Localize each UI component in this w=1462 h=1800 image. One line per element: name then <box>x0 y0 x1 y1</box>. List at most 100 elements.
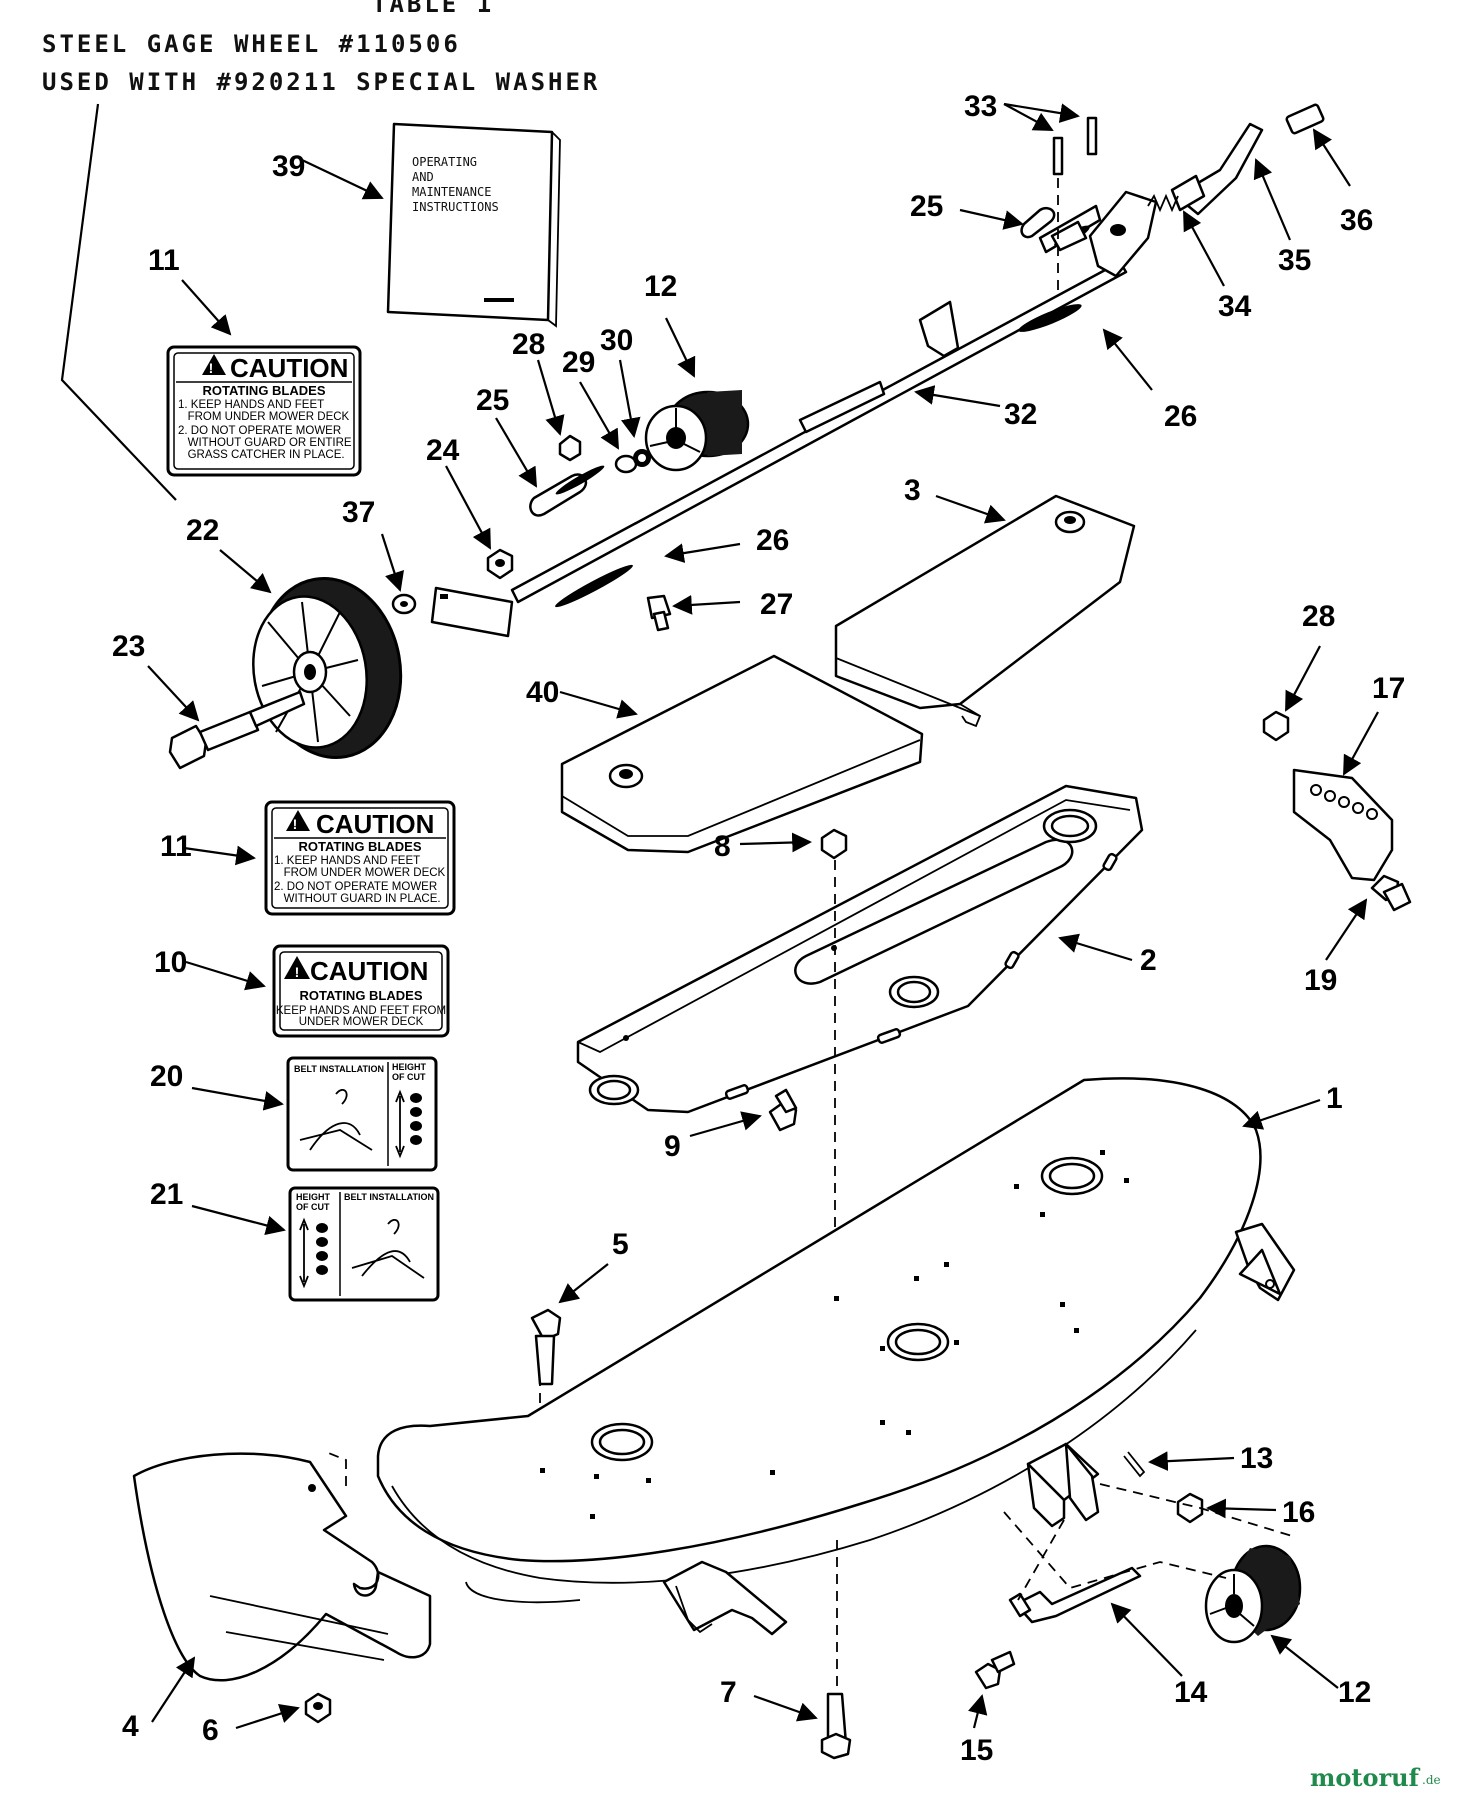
watermark-brand: motoruf <box>1310 1763 1421 1792</box>
belt21-left1: HEIGHT <box>296 1192 331 1202</box>
mower-deck <box>376 1077 1262 1604</box>
callout: 15 <box>960 1734 993 1767</box>
callout: 7 <box>720 1676 737 1709</box>
roller-nut <box>1176 1492 1204 1524</box>
header: TABLE 1 STEEL GAGE WHEEL #110506 USED WI… <box>42 0 600 501</box>
belt20-left: BELT INSTALLATION <box>294 1064 384 1074</box>
deck-rear-bracket <box>1234 1222 1296 1302</box>
caution-a-line: GRASS CATCHER IN PLACE. <box>178 449 345 461</box>
callout: 4 <box>122 1710 139 1743</box>
watermark-tld: .de <box>1422 1773 1441 1787</box>
belt-decal-20: BELT INSTALLATION HEIGHT OF CUT <box>286 1056 438 1172</box>
caution-decal-short: ! CAUTION ROTATING BLADES KEEP HANDS AND… <box>272 944 450 1038</box>
operating-manual: OPERATING AND MAINTENANCE INSTRUCTIONS <box>386 122 561 328</box>
gage-wheel <box>252 577 403 759</box>
bracket-nut <box>1262 710 1290 742</box>
assembly-lines <box>1003 1483 1293 1601</box>
callout: 22 <box>186 514 219 547</box>
wheel-bolt <box>168 690 306 770</box>
deck-top-plate <box>576 784 1144 1114</box>
callout: 6 <box>202 1714 219 1747</box>
caution-c-title: CAUTION <box>310 956 428 986</box>
callout: 5 <box>612 1228 629 1261</box>
svg-text:!: ! <box>209 360 214 376</box>
callout: 34 <box>1218 290 1252 323</box>
header-line2: USED WITH #920211 SPECIAL WASHER <box>42 68 600 96</box>
caution-c-line: UNDER MOWER DECK <box>299 1016 424 1028</box>
roller-axle <box>1008 1566 1142 1624</box>
caution-b-line: FROM UNDER MOWER DECK <box>274 867 446 879</box>
callout: 2 <box>1140 944 1157 977</box>
callout: 24 <box>426 434 460 467</box>
manual-line4: INSTRUCTIONS <box>412 200 499 214</box>
callout: 40 <box>526 676 559 709</box>
caution-a-sub: ROTATING BLADES <box>202 383 325 398</box>
callout: 28 <box>512 328 545 361</box>
callout: 35 <box>1278 244 1311 277</box>
callout: 21 <box>150 1178 183 1211</box>
manual-line2: AND <box>412 170 434 184</box>
bracket-bolt <box>1370 874 1412 912</box>
callout: 33 <box>964 90 997 123</box>
belt20-right2: OF CUT <box>392 1072 426 1082</box>
manual-line1: OPERATING <box>412 155 477 169</box>
caution-b-sub: ROTATING BLADES <box>298 839 421 854</box>
side-bracket <box>1292 768 1394 882</box>
svg-text:!: ! <box>293 816 298 832</box>
callout: 32 <box>1004 398 1037 431</box>
special-washer <box>391 593 417 615</box>
caution-a-title: CAUTION <box>230 353 348 383</box>
callout: 11 <box>148 244 180 277</box>
header-line1: STEEL GAGE WHEEL #110506 <box>42 30 461 58</box>
callout: 19 <box>1304 964 1337 997</box>
caution-b-line: 1. KEEP HANDS AND FEET <box>274 855 420 867</box>
caution-b-line: 2. DO NOT OPERATE MOWER <box>274 881 437 893</box>
caution-a-line: 2. DO NOT OPERATE MOWER <box>178 425 341 437</box>
pins <box>1052 116 1098 290</box>
caution-a-line: FROM UNDER MOWER DECK <box>178 411 350 423</box>
caution-a-line: WITHOUT GUARD OR ENTIRE <box>178 437 352 449</box>
callout: 20 <box>150 1060 183 1093</box>
watermark: motoruf .de <box>1310 1763 1441 1792</box>
callout: 14 <box>1174 1676 1208 1709</box>
callout: 9 <box>664 1130 681 1163</box>
cover-plate-left <box>560 654 924 854</box>
callout: 8 <box>714 830 731 863</box>
header-line0: TABLE 1 <box>372 0 494 18</box>
anti-scalp-roller-lower <box>1204 1544 1302 1644</box>
callout-numbers: 1 2 3 4 5 6 7 8 9 10 11 11 12 12 13 14 1… <box>112 90 1405 1767</box>
callout: 10 <box>154 946 187 979</box>
callout: 12 <box>1338 1676 1371 1709</box>
belt21-right: BELT INSTALLATION <box>344 1192 434 1202</box>
leader-arrows <box>147 102 1379 1730</box>
manual-line3: MAINTENANCE <box>412 185 491 199</box>
caution-b-title: CAUTION <box>316 809 434 839</box>
caution-b-line: WITHOUT GUARD IN PLACE. <box>274 893 441 905</box>
callout: 16 <box>1282 1496 1315 1529</box>
callout: 3 <box>904 474 921 507</box>
adjust-handle <box>1170 103 1325 216</box>
plate-nut <box>820 828 848 860</box>
cover-plate <box>834 494 1136 728</box>
spacer-plate <box>555 465 672 632</box>
warning-triangle-icon <box>284 956 310 979</box>
callout: 11 <box>160 830 192 863</box>
callout: 13 <box>1240 1442 1273 1475</box>
anti-scalp-roller-upper <box>644 390 750 472</box>
callout: 29 <box>562 346 595 379</box>
callout: 12 <box>644 270 677 303</box>
axle-bolt <box>974 1650 1016 1690</box>
belt20-right1: HEIGHT <box>392 1062 427 1072</box>
callout: 28 <box>1302 600 1335 633</box>
warning-triangle-icon <box>202 354 226 375</box>
belt-decal-21: HEIGHT OF CUT BELT INSTALLATION <box>288 1186 440 1302</box>
caution-a-line: 1. KEEP HANDS AND FEET <box>178 399 324 411</box>
callout: 17 <box>1372 672 1405 705</box>
roller-hardware <box>558 434 651 474</box>
callout: 37 <box>342 496 375 529</box>
callout: 30 <box>600 324 633 357</box>
deck-front-bracket <box>662 1560 788 1636</box>
callout: 39 <box>272 150 305 183</box>
caution-decal-guard: ! CAUTION ROTATING BLADES 1. KEEP HANDS … <box>264 800 456 916</box>
